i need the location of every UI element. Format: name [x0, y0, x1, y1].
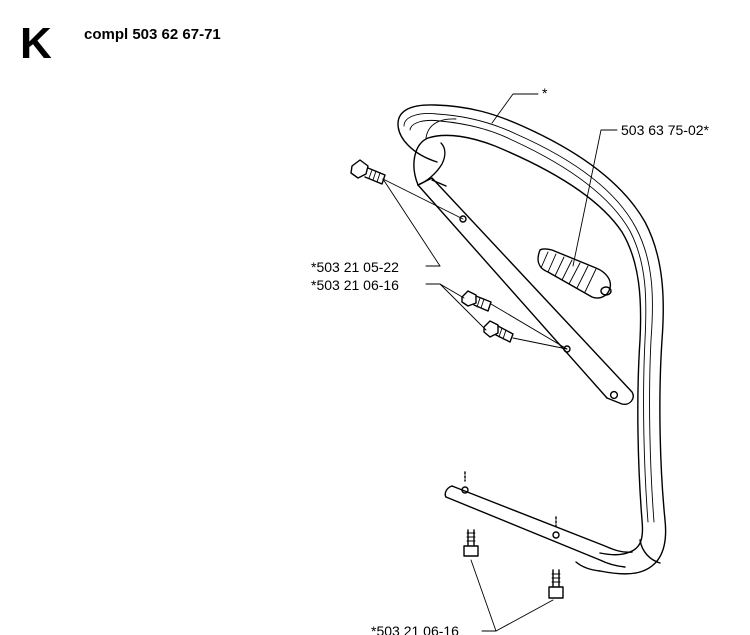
screw-middle-b-illustration: [483, 320, 514, 343]
mounting-strip-illustration: [444, 485, 633, 568]
assembly-title: compl 503 62 67-71: [84, 26, 221, 43]
rubber-buffer-illustration: [537, 248, 612, 299]
screw-bottom-a-illustration: [463, 471, 479, 557]
leader-lines: [382, 93, 618, 632]
screw-upper-illustration: [350, 159, 386, 185]
label-screw-upper: *503 21 05-22: [311, 259, 399, 275]
support-strap-illustration: [417, 177, 634, 406]
handle-bar-illustration: [397, 104, 667, 575]
section-letter: K: [20, 19, 52, 68]
label-rubber-buffer: 503 63 75-02*: [621, 122, 709, 138]
label-screw-bottom: *503 21 06-16: [371, 623, 459, 635]
label-screw-middle: *503 21 06-16: [311, 277, 399, 293]
screw-middle-a-illustration: [461, 290, 492, 312]
screw-bottom-b-illustration: [548, 516, 564, 599]
label-handle-bar: *: [542, 85, 548, 101]
